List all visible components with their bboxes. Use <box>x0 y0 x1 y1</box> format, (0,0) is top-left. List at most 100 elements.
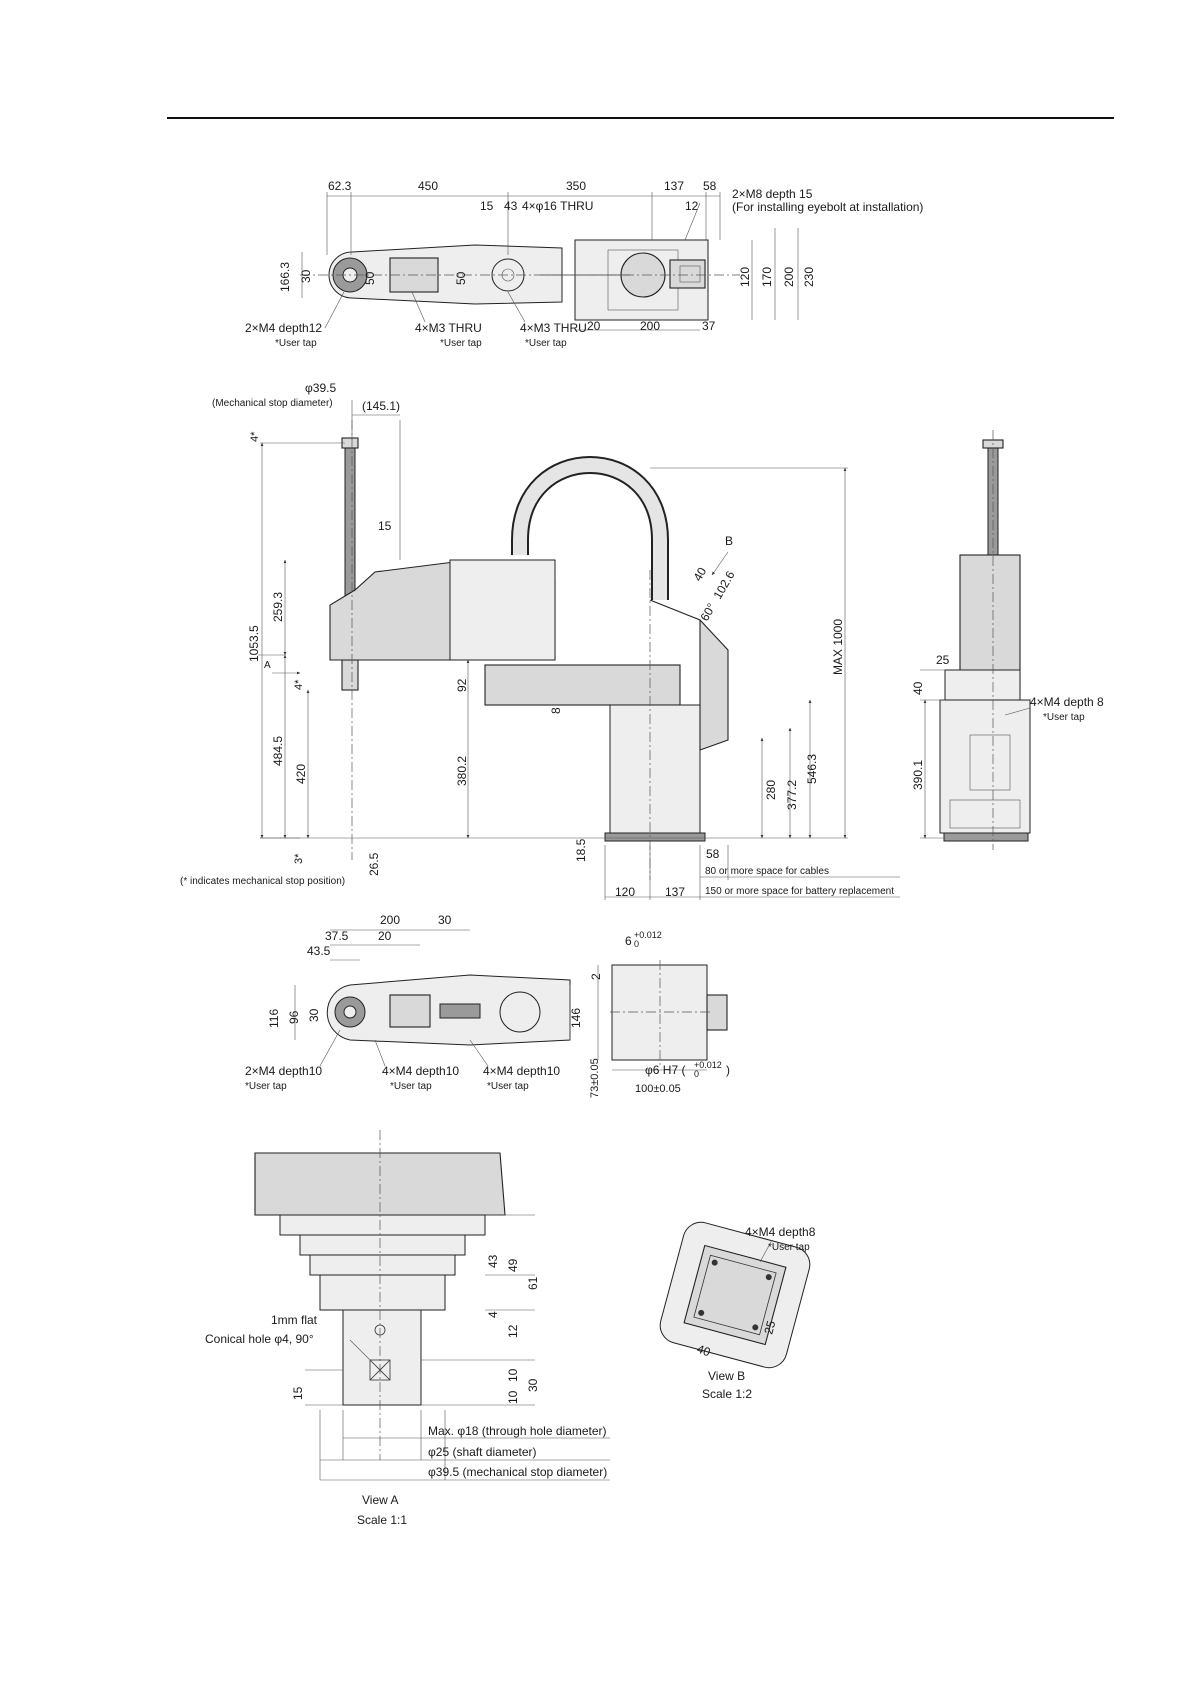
right-dim-390-1: 390.1 <box>911 760 925 790</box>
bottom-dim-37-5: 37.5 <box>325 929 349 943</box>
top-dim-15: 15 <box>480 199 494 213</box>
right-view: 25 40 390.1 4×M4 depth 8 *User tap <box>911 430 1104 850</box>
bottom-dim-200: 200 <box>380 913 400 927</box>
top-dim-166-3: 166.3 <box>278 262 292 292</box>
bottom-dim-30v: 30 <box>307 1008 321 1022</box>
top-dim-50b: 50 <box>454 271 468 285</box>
bottom-base <box>611 964 708 1061</box>
bottom-dim-73: 73±0.05 <box>589 1058 601 1098</box>
side-dim-4a: 4* <box>249 431 261 442</box>
top-dim-50a: 50 <box>363 271 377 285</box>
top-dim-230: 230 <box>802 267 816 287</box>
view-b-scale: Scale 1:2 <box>702 1387 752 1401</box>
side-dim-1053-5: 1053.5 <box>247 625 261 662</box>
top-dim-30: 30 <box>299 269 313 283</box>
right-user-tap: *User tap <box>1043 712 1085 723</box>
top-dim-120: 120 <box>738 267 752 287</box>
side-dim-145-1: (145.1) <box>362 399 400 413</box>
view-a-max-dia: Max. φ18 (through hole diameter) <box>428 1424 607 1438</box>
top-dim-170: 170 <box>760 267 774 287</box>
side-stop-dia-note: (Mechanical stop diameter) <box>212 398 333 409</box>
view-a-dim-12: 12 <box>506 1324 520 1338</box>
view-a-shaft-dia: φ25 (shaft diameter) <box>428 1445 537 1459</box>
right-dim-25: 25 <box>936 653 950 667</box>
top-dim-450: 450 <box>418 179 438 193</box>
bottom-tap-1: 2×M4 depth10 <box>245 1064 322 1078</box>
top-dim-200v: 200 <box>782 267 796 287</box>
bottom-user-tap-2: *User tap <box>390 1081 432 1092</box>
view-a-dim-49: 49 <box>506 1258 520 1272</box>
bottom-h7-end: ) <box>726 1063 730 1077</box>
side-dim-26-5: 26.5 <box>367 852 381 876</box>
view-b-dim-25: 25 <box>761 1319 778 1336</box>
view-b-tap: 4×M4 depth8 <box>745 1225 816 1239</box>
side-dim-3: 3* <box>293 853 305 864</box>
top-eyebolt-label: 2×M8 depth 15 <box>732 187 813 201</box>
side-dim-546-3: 546.3 <box>805 754 819 784</box>
top-dim-58: 58 <box>703 179 717 193</box>
top-dim-20: 20 <box>587 319 601 333</box>
side-dim-8: 8 <box>549 707 563 714</box>
side-dim-40: 40 <box>690 565 709 584</box>
bottom-dim-43-5: 43.5 <box>307 944 331 958</box>
top-dim-200h: 200 <box>640 319 660 333</box>
top-dim-62-3: 62.3 <box>328 179 352 193</box>
top-eyebolt-note: (For installing eyebolt at installation) <box>732 200 923 214</box>
top-tap-1: 2×M4 depth12 <box>245 321 322 335</box>
top-user-tap-2: *User tap <box>440 338 482 349</box>
bottom-dim-30: 30 <box>438 913 452 927</box>
top-user-tap-3: *User tap <box>525 338 567 349</box>
right-base <box>939 699 1031 834</box>
bottom-h7-sub: 0 <box>694 1069 699 1079</box>
bottom-tol-6-sup: +0.012 <box>634 930 662 940</box>
side-dim-484-5: 484.5 <box>271 736 285 766</box>
view-a-stop-dia: φ39.5 (mechanical stop diameter) <box>428 1465 607 1479</box>
side-dim-380-2: 380.2 <box>455 756 469 786</box>
top-view: 62.3 450 350 137 58 15 43 12 166.3 30 50… <box>245 179 923 349</box>
side-dim-377-2: 377.2 <box>785 780 799 810</box>
side-dim-max-1000: MAX 1000 <box>831 619 845 675</box>
bottom-user-tap-1: *User tap <box>245 1081 287 1092</box>
side-dim-92: 92 <box>455 678 469 692</box>
side-dim-420: 420 <box>294 764 308 784</box>
view-b-dim-40: 40 <box>695 1342 713 1360</box>
top-user-tap-1: *User tap <box>275 338 317 349</box>
side-dim-18-5: 18.5 <box>574 838 588 862</box>
side-arrow-b: B <box>725 534 733 548</box>
view-a-shaft <box>342 1309 422 1406</box>
view-a-dim-15: 15 <box>291 1386 305 1400</box>
top-tap-2: 4×M3 THRU <box>415 321 482 335</box>
top-tap-3: 4×M3 THRU <box>520 321 587 335</box>
bottom-dim-20: 20 <box>378 929 392 943</box>
view-b: 4×M4 depth8 *User tap 25 40 View B Scale… <box>659 1221 816 1401</box>
top-dim-350: 350 <box>566 179 586 193</box>
side-dim-58: 58 <box>706 847 720 861</box>
view-a: 1mm flat Conical hole φ4, 90° 43 49 61 4… <box>205 1130 610 1527</box>
side-dim-137: 137 <box>665 885 685 899</box>
top-dim-37: 37 <box>702 319 716 333</box>
side-dim-15: 15 <box>378 519 392 533</box>
side-dim-4b: 4* <box>293 679 305 690</box>
side-dim-280: 280 <box>764 780 778 800</box>
view-a-flat-label: 1mm flat <box>271 1313 318 1327</box>
side-view: φ39.5 (Mechanical stop diameter) (145.1)… <box>180 381 900 900</box>
side-dim-120: 120 <box>615 885 635 899</box>
view-a-scale: Scale 1:1 <box>357 1513 407 1527</box>
view-a-dim-61: 61 <box>526 1276 540 1290</box>
bottom-dim-2: 2 <box>589 973 603 980</box>
bottom-h7-sup: +0.012 <box>694 1060 722 1070</box>
bottom-tol-6-sub: 0 <box>634 939 639 949</box>
bottom-dim-116: 116 <box>267 1009 281 1028</box>
side-stop-dia: φ39.5 <box>305 381 336 395</box>
side-note-battery: 150 or more space for battery replacemen… <box>705 886 894 897</box>
bottom-dim-146: 146 <box>569 1008 583 1028</box>
side-arrow-a: A <box>264 660 271 671</box>
view-a-title: View A <box>362 1493 398 1507</box>
bottom-dim-96: 96 <box>287 1010 301 1024</box>
top-dim-137: 137 <box>664 179 684 193</box>
side-arm-1 <box>484 664 681 706</box>
right-dim-40: 40 <box>911 681 925 695</box>
side-base <box>609 704 701 834</box>
view-a-dim-10b: 10 <box>506 1390 520 1404</box>
view-a-dim-4: 4 <box>486 1311 500 1318</box>
